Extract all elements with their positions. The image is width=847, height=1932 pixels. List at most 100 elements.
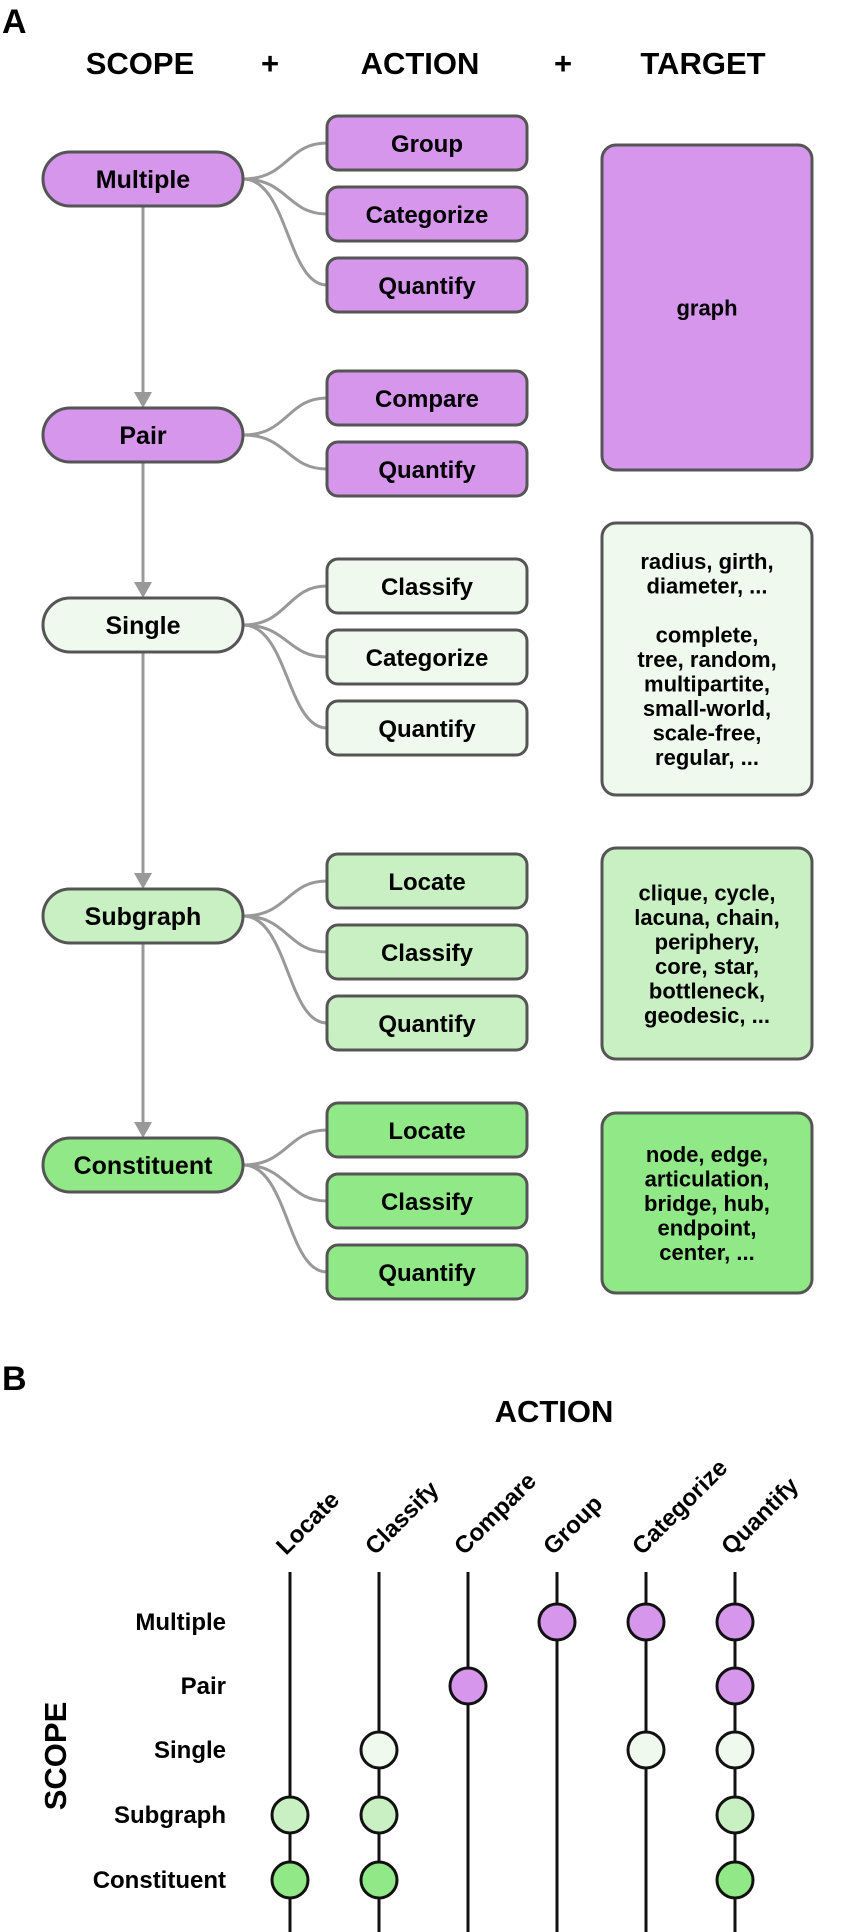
header-plus-2: + [554, 46, 572, 81]
panel-a: A SCOPE + ACTION + TARGET MultiplePairSi… [2, 3, 814, 1301]
matrix-scope-label: Multiple [135, 1609, 226, 1636]
target-box-line: node, edge, [646, 1142, 768, 1167]
action-node: Classify [325, 923, 529, 981]
action-node-box [325, 185, 529, 243]
action-node-box [325, 114, 529, 172]
target-box: clique, cycle,lacuna, chain,periphery,co… [600, 846, 814, 1061]
action-node-box [325, 1172, 529, 1230]
target-box-line: clique, cycle, [639, 880, 776, 905]
matrix-dot [359, 1795, 399, 1835]
action-node: Locate [325, 1101, 529, 1159]
action-node: Compare [325, 369, 529, 427]
target-box-line: lacuna, chain, [634, 905, 780, 930]
action-node-label: Locate [388, 869, 465, 896]
target-box: radius, girth,diameter, ...complete,tree… [600, 521, 814, 797]
matrix-dot [626, 1602, 666, 1642]
header-plus-1: + [261, 46, 279, 81]
matrix-scope-label: Constituent [93, 1867, 226, 1894]
action-node-label: Classify [381, 940, 474, 967]
action-node-label: Quantify [378, 457, 476, 484]
action-node: Group [325, 114, 529, 172]
action-node-label: Compare [375, 386, 479, 413]
target-box-line: core, star, [655, 954, 759, 979]
matrix-dot [715, 1730, 755, 1770]
target-box-rect [600, 846, 814, 1061]
action-node-label: Locate [388, 1118, 465, 1145]
target-box-line: graph [676, 296, 737, 321]
header-target: TARGET [640, 46, 765, 81]
matrix-dot [715, 1795, 755, 1835]
target-box: node, edge,articulation,bridge, hub,endp… [600, 1111, 814, 1295]
action-node-box [325, 369, 529, 427]
scope-action-connector [242, 914, 328, 1025]
scope-arrow-head [134, 873, 152, 889]
matrix-action-label: Locate [271, 1486, 345, 1560]
action-node-label: Group [391, 131, 463, 158]
matrix-scope-label: Pair [181, 1673, 226, 1700]
header-action: ACTION [361, 46, 480, 81]
action-node-box [325, 256, 529, 314]
scope-action-connector [242, 623, 328, 730]
scope-action-connector [242, 623, 328, 659]
target-box-line: scale-free, [653, 721, 762, 746]
action-node-box [325, 440, 529, 498]
matrix-dot [715, 1860, 755, 1900]
scope-node-label: Constituent [74, 1152, 214, 1180]
scope-node-box [41, 596, 245, 654]
matrix-dot [359, 1860, 399, 1900]
scope-action-connector [242, 433, 328, 471]
action-node-label: Quantify [378, 1260, 476, 1287]
matrix-action-label: Categorize [627, 1454, 733, 1560]
action-node: Quantify [325, 994, 529, 1052]
scope-arrow-head [134, 392, 152, 408]
matrix-dots [270, 1602, 755, 1900]
scope-node-label: Single [105, 612, 180, 640]
action-nodes: GroupCategorizeQuantifyCompareQuantifyCl… [325, 114, 529, 1301]
action-node: Classify [325, 557, 529, 615]
target-boxes: graph radius, girth,diameter, ...complete… [600, 143, 814, 1295]
target-box-line: multipartite, [644, 672, 770, 697]
action-node-box [325, 628, 529, 686]
scope-node: Single [41, 596, 245, 654]
action-node-box [325, 699, 529, 757]
action-node-label: Quantify [378, 273, 476, 300]
action-node: Categorize [325, 185, 529, 243]
scope-node: Subgraph [41, 887, 245, 945]
matrix-scope-label: Single [154, 1737, 226, 1764]
scope-action-connector [242, 914, 328, 954]
matrix-dot [270, 1795, 310, 1835]
scope-action-connector [242, 177, 328, 287]
matrix-dot [359, 1730, 399, 1770]
scope-action-connector [242, 1163, 328, 1203]
target-box-line: endpoint, [658, 1216, 757, 1241]
scope-node-label: Multiple [96, 166, 191, 194]
action-node-label: Classify [381, 574, 474, 601]
action-node-label: Categorize [366, 202, 489, 229]
action-node: Quantify [325, 1243, 529, 1301]
action-node: Quantify [325, 256, 529, 314]
matrix-action-label: Group [538, 1490, 608, 1560]
target-box-line: center, ... [659, 1240, 754, 1265]
panel-a-label: A [2, 3, 27, 41]
scope-node-box [41, 406, 245, 464]
scope-action-connector [242, 584, 328, 627]
target-box-rect [600, 1111, 814, 1295]
scope-action-connector [242, 141, 328, 181]
action-node-box [325, 994, 529, 1052]
target-box-line: articulation, [645, 1167, 770, 1192]
matrix-action-label: Compare [449, 1468, 542, 1561]
matrix-dot [270, 1860, 310, 1900]
target-box-line: regular, ... [655, 745, 759, 770]
matrix-scope-label: Subgraph [114, 1802, 226, 1829]
scope-arrow-head [134, 1122, 152, 1138]
scope-action-connector [242, 1128, 328, 1167]
matrix-action-label: Classify [360, 1476, 445, 1561]
action-node: Quantify [325, 440, 529, 498]
target-box-line: bridge, hub, [644, 1191, 770, 1216]
scope-action-connectors [242, 141, 328, 1274]
action-node-label: Quantify [378, 716, 476, 743]
action-node-label: Categorize [366, 645, 489, 672]
